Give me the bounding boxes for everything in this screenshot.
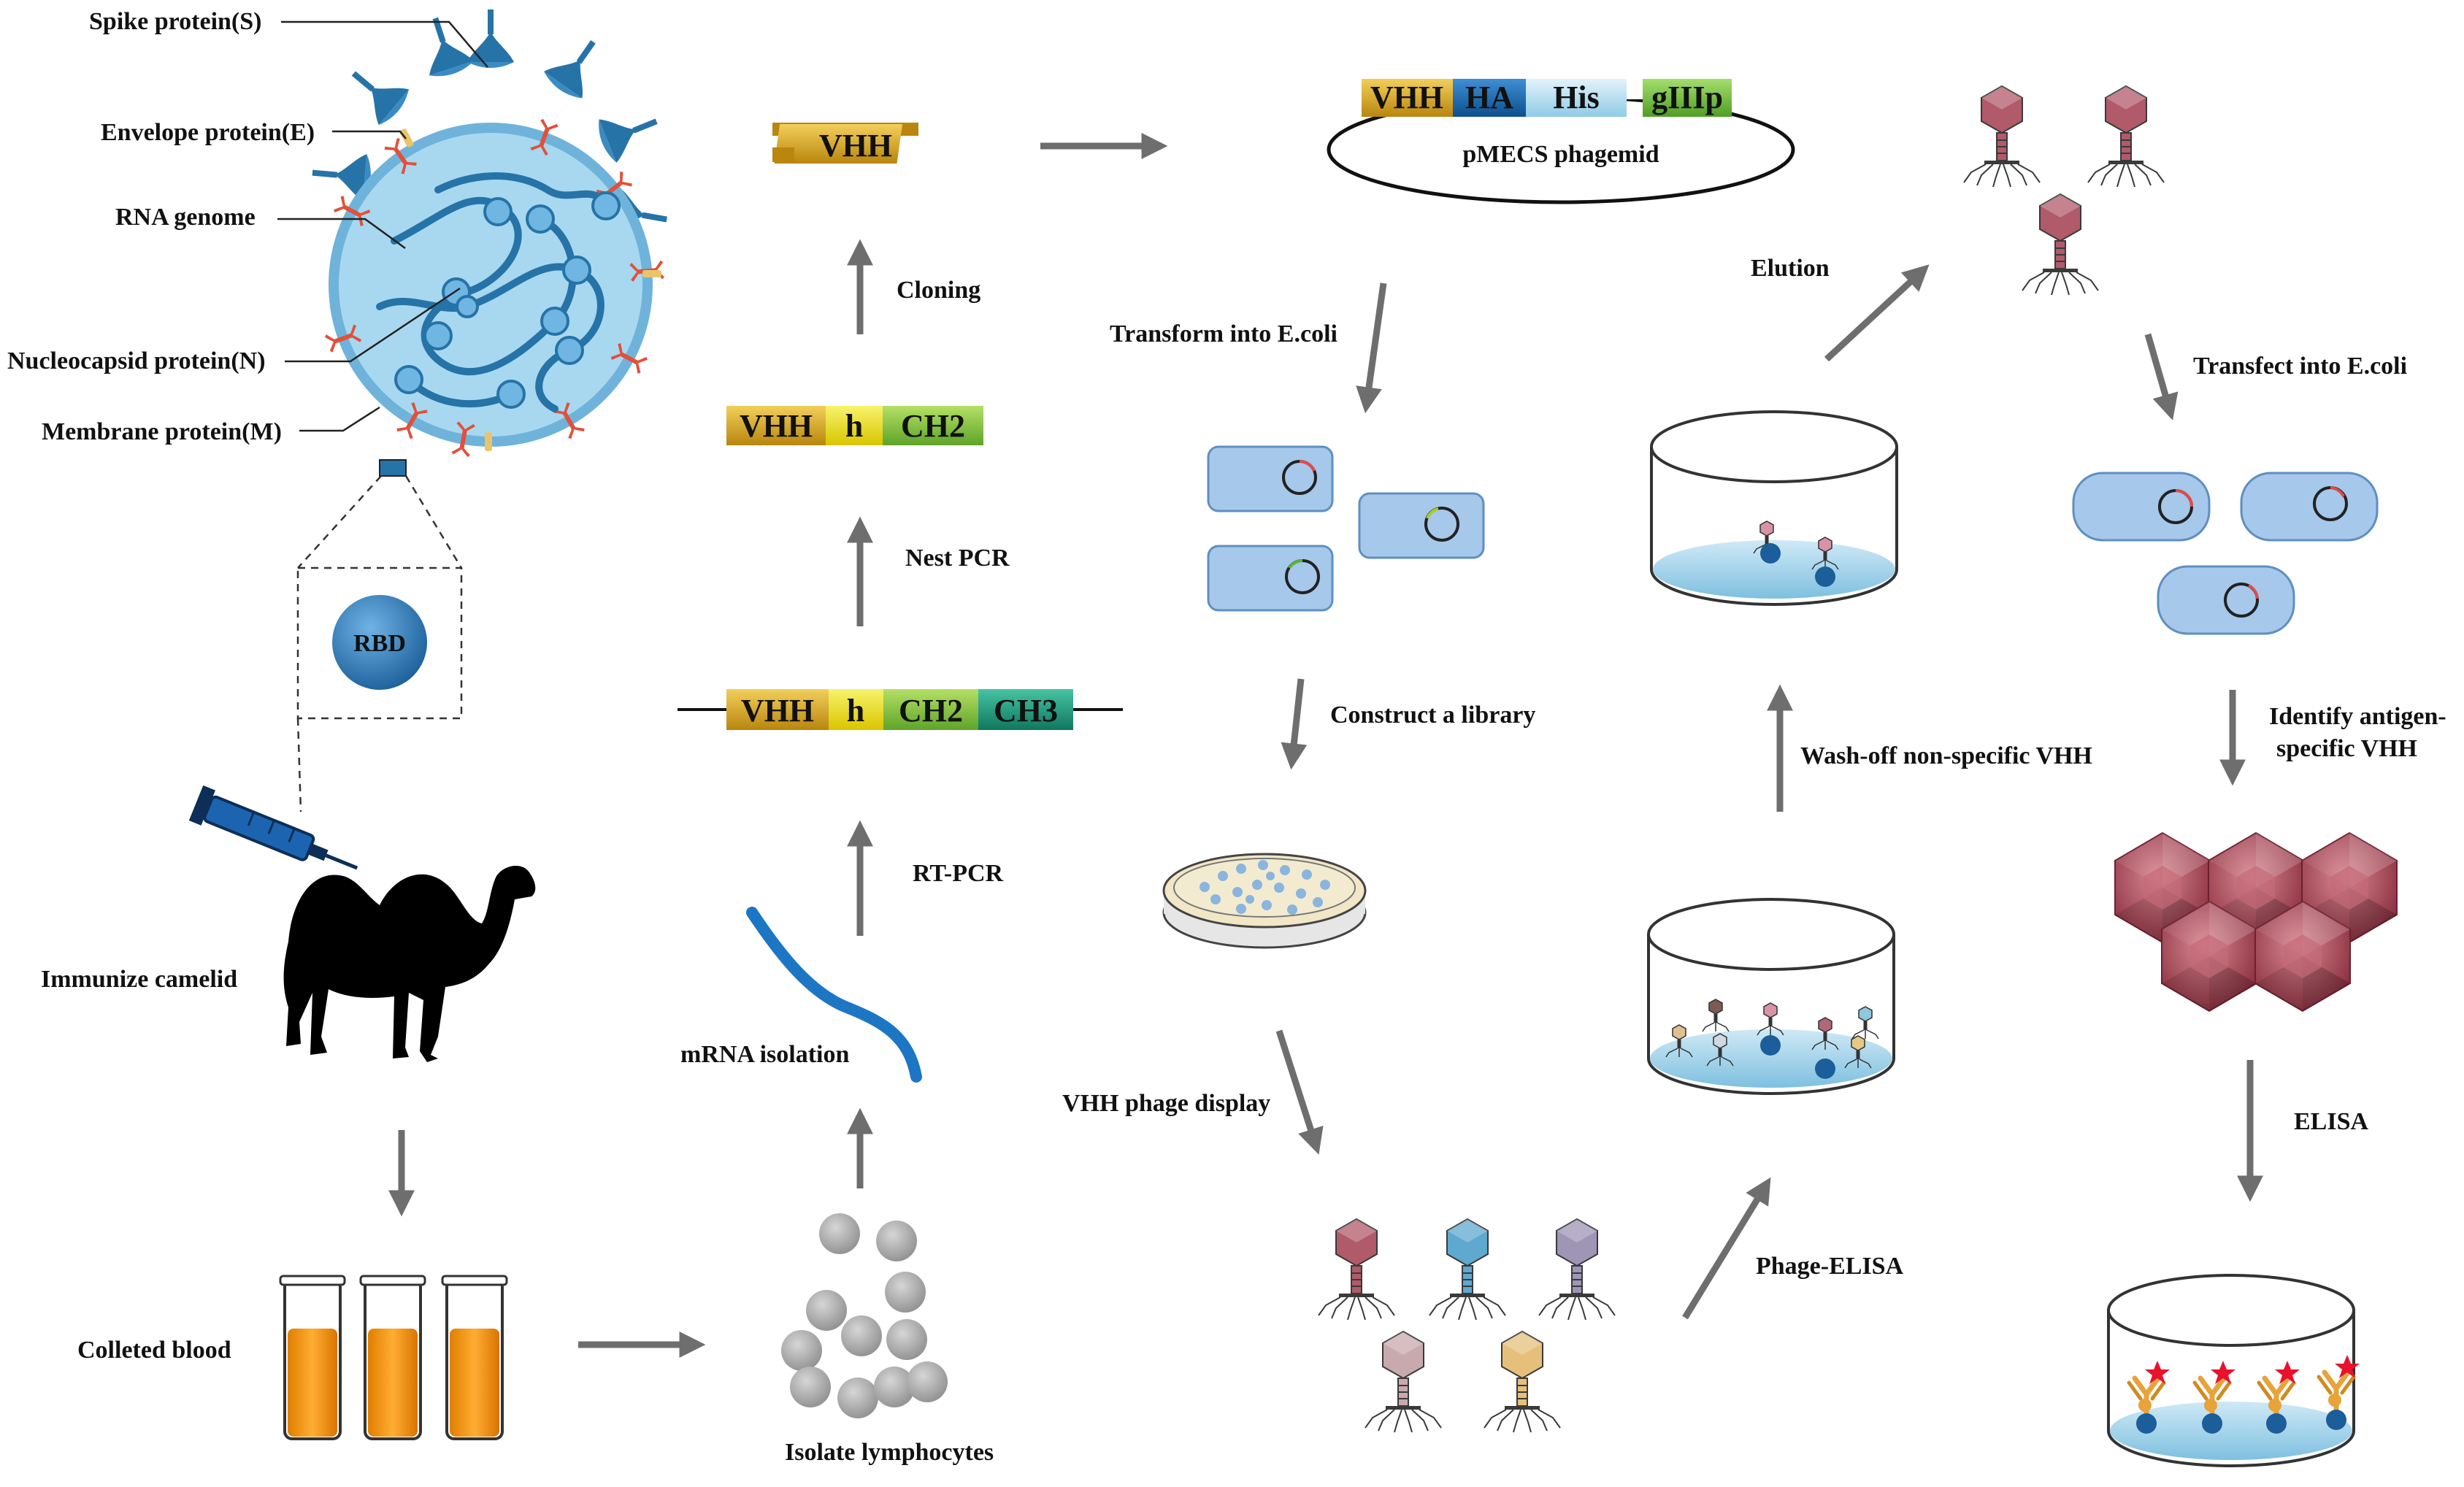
identify-label-line-2: specific VHH xyxy=(2276,735,2417,762)
segment-vhh: VHH xyxy=(740,408,813,444)
wash-label: Wash-off non-specific VHH xyxy=(1800,742,2092,769)
blood-tube-2 xyxy=(359,1275,426,1440)
syringe-icon xyxy=(188,785,358,870)
rt-pcr-label: RT-PCR xyxy=(913,860,1004,887)
rbd-sphere xyxy=(332,595,427,690)
lymphocytes-icon xyxy=(781,1213,948,1418)
virus-callout-lines xyxy=(277,20,488,432)
transform-label: Transform into E.coli xyxy=(1110,320,1337,347)
immunize-camelid-label: Immunize camelid xyxy=(41,966,237,993)
phage-elisa-dish xyxy=(1647,898,1895,1095)
phage-display-label: VHH phage display xyxy=(1062,1090,1270,1117)
transfect-label: Transfect into E.coli xyxy=(2193,353,2407,380)
segment-ch2: CH2 xyxy=(899,693,963,729)
identify-label-line-1: Identify antigen- xyxy=(2269,703,2446,730)
segment-ch3: CH3 xyxy=(994,693,1058,729)
flow-arrows xyxy=(388,133,2263,1358)
pmecs-phagemid: VHH HA His gIIIp pMECS phagemid xyxy=(1327,79,1795,204)
phagemid-name: pMECS phagemid xyxy=(1462,141,1659,168)
envelope-proteins xyxy=(399,128,661,451)
cloning-label: Cloning xyxy=(897,277,980,304)
arrow-wash-to-elution xyxy=(1824,264,1930,362)
vhh-particles xyxy=(2114,832,2398,1012)
transformed-ecoli xyxy=(1207,445,1485,612)
eluted-phages xyxy=(1963,85,2165,296)
rbd-label: RBD xyxy=(353,630,406,657)
arrow-elution-to-transfect xyxy=(2144,333,2179,420)
elisa-dish xyxy=(2107,1274,2360,1467)
nest-pcr-label: Nest PCR xyxy=(905,545,1010,572)
isolate-lymphocytes-label: Isolate lymphocytes xyxy=(785,1439,994,1466)
segment-hinge: h xyxy=(845,408,863,444)
wash-dish xyxy=(1650,410,1898,606)
blood-tube-1 xyxy=(279,1275,346,1440)
construct-vhh-h-ch2: VHH h CH2 xyxy=(726,406,983,445)
construct-vhh: VHH xyxy=(772,123,918,164)
construct-vhh-h-ch2-ch3: VHH h CH2 CH3 xyxy=(678,689,1123,730)
collected-blood-label: Colleted blood xyxy=(77,1337,231,1364)
phage-elisa-label: Phage-ELISA xyxy=(1756,1253,1904,1280)
segment-ha: HA xyxy=(1465,80,1513,115)
petri-dish-library xyxy=(1162,853,1367,949)
phage-display-group xyxy=(1318,1218,1616,1433)
elution-label: Elution xyxy=(1751,255,1830,282)
camel-icon xyxy=(283,865,536,1062)
transfected-ecoli xyxy=(2072,472,2379,635)
nucleocapsid-protein-label: Nucleocapsid protein(N) xyxy=(7,347,266,374)
arrow-phagemid-to-ecoli xyxy=(1356,283,1387,414)
segment-vhh: VHH xyxy=(1370,80,1443,115)
arrow-ecoli-to-library xyxy=(1281,678,1308,770)
mrna-strand xyxy=(746,907,922,1083)
segment-vhh: VHH xyxy=(741,693,814,729)
arrow-phages-to-elisa xyxy=(1682,1177,1771,1320)
segment-his: His xyxy=(1553,80,1600,115)
segment-giiip: gIIIp xyxy=(1651,80,1723,115)
rna-genome-label: RNA genome xyxy=(115,204,256,231)
elisa-label: ELISA xyxy=(2294,1108,2368,1135)
blood-tubes xyxy=(279,1275,508,1440)
blood-tube-3 xyxy=(441,1275,508,1440)
segment-hinge: h xyxy=(847,693,864,729)
envelope-protein-label: Envelope protein(E) xyxy=(101,119,315,146)
membrane-protein-label: Membrane protein(M) xyxy=(42,418,282,445)
arrow-library-to-phages xyxy=(1275,1029,1324,1155)
sars-cov-2-virus: Spike protein(S) Envelope protein(E) RNA… xyxy=(7,8,671,458)
segment-vhh: VHH xyxy=(819,128,892,164)
rbd-zoom: RBD xyxy=(296,459,463,812)
mrna-isolation-label: mRNA isolation xyxy=(680,1041,850,1068)
nucleocapsid-proteins xyxy=(394,191,621,409)
segment-ch2: CH2 xyxy=(901,408,965,444)
construct-library-label: Construct a library xyxy=(1330,702,1535,729)
spike-protein-label: Spike protein(S) xyxy=(89,8,261,35)
